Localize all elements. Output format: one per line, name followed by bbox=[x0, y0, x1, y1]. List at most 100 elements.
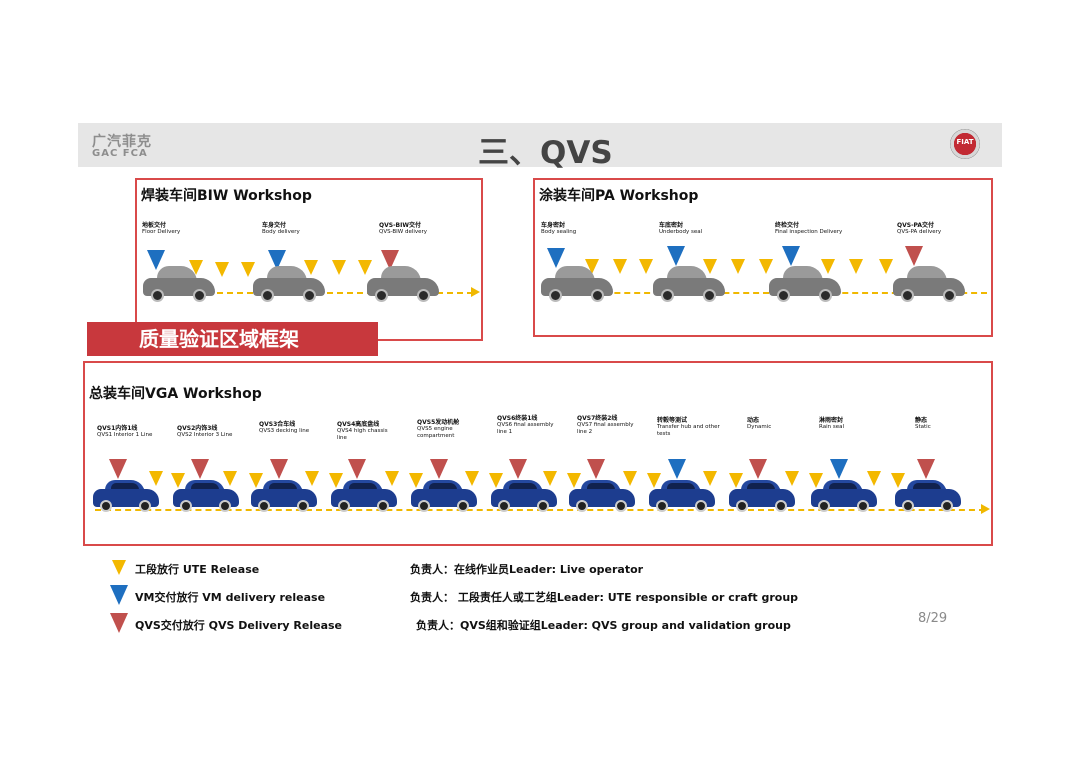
flow-arrow-icon bbox=[471, 287, 480, 297]
ute-release-triangle-icon bbox=[241, 262, 255, 277]
pa-workshop-title: 涂装车间PA Workshop bbox=[539, 188, 699, 204]
page-number: 8/29 bbox=[918, 611, 948, 626]
ute-release-triangle-icon bbox=[489, 473, 503, 488]
framework-banner: 质量验证区域框架 bbox=[87, 322, 378, 356]
ute-release-triangle-icon bbox=[891, 473, 905, 488]
qvs-release-triangle-icon bbox=[381, 250, 399, 270]
ute-release-triangle-icon bbox=[465, 471, 479, 486]
qvs-release-triangle-icon bbox=[270, 459, 288, 479]
car-body-image bbox=[893, 264, 967, 302]
vga-workshop-title: 总装车间VGA Workshop bbox=[89, 386, 262, 402]
ute-release-triangle-icon bbox=[149, 471, 163, 486]
qvs-release-triangle-icon bbox=[191, 459, 209, 479]
ute-release-triangle-icon bbox=[731, 259, 745, 274]
ute-release-triangle-icon bbox=[171, 473, 185, 488]
ute-release-triangle-icon bbox=[409, 473, 423, 488]
vm-delivery-triangle-icon bbox=[782, 246, 800, 266]
ute-release-triangle-icon bbox=[809, 473, 823, 488]
qvs-release-triangle-icon bbox=[509, 459, 527, 479]
flow-arrow-icon bbox=[981, 504, 990, 514]
ute-release-triangle-icon bbox=[215, 262, 229, 277]
ute-release-triangle-icon bbox=[305, 471, 319, 486]
qvs-release-triangle-icon bbox=[905, 246, 923, 266]
ute-release-triangle-icon bbox=[849, 259, 863, 274]
ute-release-triangle-icon bbox=[543, 471, 557, 486]
vm-delivery-triangle-icon bbox=[147, 250, 165, 270]
fiat-logo-icon: FIAT bbox=[950, 129, 980, 159]
slide-header: 广汽菲克 GAC FCA 三、QVS FIAT bbox=[78, 123, 1002, 171]
car-body-image bbox=[541, 264, 615, 302]
qvs-release-triangle-icon bbox=[917, 459, 935, 479]
ute-release-triangle-icon bbox=[729, 473, 743, 488]
qvs-release-triangle-icon bbox=[110, 613, 128, 633]
vm-delivery-triangle-icon bbox=[547, 248, 565, 268]
ute-release-triangle-icon bbox=[703, 259, 717, 274]
company-logo-en: GAC FCA bbox=[92, 148, 148, 159]
car-image bbox=[173, 476, 239, 512]
qvs-release-triangle-icon bbox=[109, 459, 127, 479]
legend-ute-leader: 负责人：在线作业员Leader: Live operator bbox=[410, 563, 644, 576]
vm-delivery-triangle-icon bbox=[268, 250, 286, 270]
ute-release-triangle-icon bbox=[867, 471, 881, 486]
ute-release-triangle-icon bbox=[613, 259, 627, 274]
ute-release-triangle-icon bbox=[639, 259, 653, 274]
car-image bbox=[895, 476, 961, 512]
biw-workshop-title: 焊装车间BIW Workshop bbox=[141, 188, 312, 204]
ute-release-triangle-icon bbox=[821, 259, 835, 274]
car-body-image bbox=[653, 264, 727, 302]
company-logo-cn: 广汽菲克 bbox=[92, 134, 152, 150]
legend-ute-label: 工段放行 UTE Release bbox=[135, 563, 260, 576]
car-image bbox=[411, 476, 477, 512]
car-image bbox=[251, 476, 317, 512]
ute-release-triangle-icon bbox=[223, 471, 237, 486]
qvs-release-triangle-icon bbox=[430, 459, 448, 479]
car-image bbox=[491, 476, 557, 512]
ute-release-triangle-icon bbox=[703, 471, 717, 486]
legend-vm-leader: 负责人： 工段责任人或工艺组Leader: UTE responsible or… bbox=[410, 591, 799, 604]
slide-title: 三、QVS bbox=[478, 135, 613, 171]
car-image bbox=[649, 476, 715, 512]
qvs-release-triangle-icon bbox=[587, 459, 605, 479]
car-body-image bbox=[253, 264, 327, 302]
car-body-image bbox=[367, 264, 441, 302]
qvs-release-triangle-icon bbox=[749, 459, 767, 479]
vm-delivery-triangle-icon bbox=[110, 585, 128, 605]
car-body-image bbox=[769, 264, 843, 302]
ute-release-triangle-icon bbox=[879, 259, 893, 274]
legend-vm-label: VM交付放行 VM delivery release bbox=[135, 591, 326, 604]
car-image bbox=[729, 476, 795, 512]
ute-release-triangle-icon bbox=[759, 259, 773, 274]
vm-delivery-triangle-icon bbox=[667, 246, 685, 266]
ute-release-triangle-icon bbox=[358, 260, 372, 275]
car-image bbox=[811, 476, 877, 512]
ute-release-triangle-icon bbox=[647, 473, 661, 488]
legend-qvs-label: QVS交付放行 QVS Delivery Release bbox=[135, 619, 343, 632]
ute-release-triangle-icon bbox=[623, 471, 637, 486]
pa-flow-line bbox=[545, 292, 987, 294]
ute-release-triangle-icon bbox=[329, 473, 343, 488]
car-body-image bbox=[143, 264, 217, 302]
ute-release-triangle-icon bbox=[785, 471, 799, 486]
car-image bbox=[331, 476, 397, 512]
car-image bbox=[569, 476, 635, 512]
